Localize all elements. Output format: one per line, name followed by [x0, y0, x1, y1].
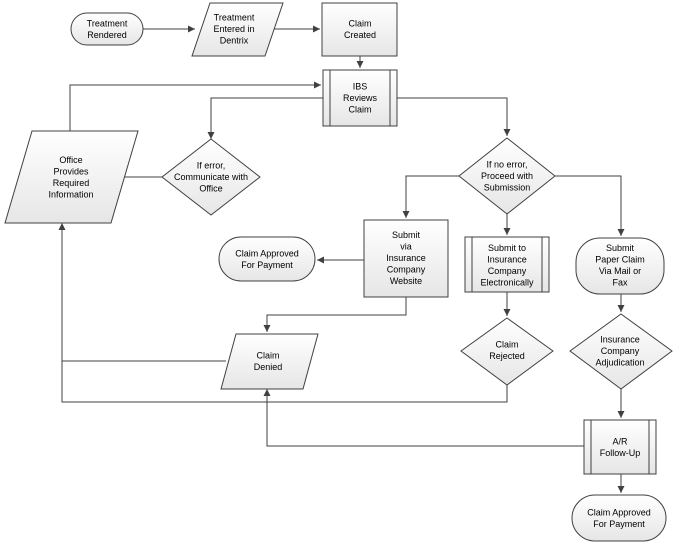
label-line: Treatment [87, 18, 128, 28]
label-line: Office [199, 184, 222, 194]
label-line: Electronically [480, 277, 534, 287]
edge-ibs-to-error [207, 97, 323, 139]
edge-website-to-denied [263, 297, 407, 332]
label-ar-followup: A/R Follow-Up [600, 436, 641, 458]
node-claim-created [321, 2, 398, 57]
edge-ibs-to-noerror [397, 97, 511, 136]
label-line: Insurance [487, 254, 527, 264]
label-line: A/R [612, 436, 628, 446]
label-line: Insurance [600, 335, 640, 345]
label-line: Entered in [213, 24, 254, 34]
node-submit-website [363, 219, 449, 298]
node-if-error [161, 138, 261, 216]
label-line: Reviews [343, 93, 378, 103]
label-line: IBS [353, 82, 368, 92]
label-line: Rendered [87, 30, 127, 40]
label-line: Communicate with [174, 172, 248, 182]
node-ibs-reviews [322, 69, 398, 127]
label-line: Office [59, 155, 82, 165]
node-approved-left [218, 236, 316, 282]
label-line: Company [488, 266, 527, 276]
node-claim-denied [220, 333, 319, 390]
label-line: Company [601, 346, 640, 356]
label-line: Created [344, 30, 376, 40]
node-submit-paper [575, 237, 665, 295]
edge-office-to-ibs [69, 81, 321, 131]
edge-noerror-to-website [402, 175, 459, 218]
label-line: Claim Approved [235, 248, 299, 258]
label-line: Claim [348, 105, 371, 115]
node-if-no-error [458, 137, 556, 215]
label-line: Dentrix [220, 36, 249, 46]
label-line: Required [53, 178, 90, 188]
label-line: Via Mail or [599, 266, 641, 276]
label-line: Website [390, 276, 422, 286]
label-line: Submission [484, 183, 531, 193]
label-line: If error, [197, 161, 226, 171]
label-line: Proceed with [481, 171, 533, 181]
label-line: Claim [348, 18, 371, 28]
label-line: Provides [53, 166, 89, 176]
shapes [4, 2, 673, 542]
label-line: Information [48, 189, 93, 199]
node-claim-rejected [460, 317, 554, 386]
node-office-provides [4, 130, 139, 224]
label-line: Fax [612, 277, 628, 287]
edge-ar-to-denied [263, 389, 584, 447]
label-line: Submit [606, 243, 635, 253]
node-approved-bottom [571, 494, 667, 542]
node-submit-electronic [464, 236, 550, 293]
edge-rejected-to-office [61, 361, 508, 403]
connectors [58, 25, 625, 493]
edge-denied-to-office [58, 223, 226, 362]
label-line: Paper Claim [595, 254, 645, 264]
label-line: Submit [392, 230, 421, 240]
label-line: Denied [254, 362, 283, 372]
label-line: Company [387, 265, 426, 275]
node-treatment-entered [191, 2, 284, 57]
label-line: For Payment [241, 260, 293, 270]
label-line: Follow-Up [600, 448, 641, 458]
node-treatment-rendered [70, 12, 144, 46]
label-line: Treatment [214, 13, 255, 23]
label-line: via [400, 242, 412, 252]
label-line: If no error, [486, 160, 527, 170]
label-line: Submit to [488, 243, 526, 253]
label-line: Claim [495, 339, 518, 349]
label-line: Insurance [386, 253, 426, 263]
edge-noerror-to-paper [555, 175, 625, 236]
label-line: Adjudication [595, 358, 644, 368]
node-ar-followup [583, 419, 657, 475]
label-line: Claim Approved [587, 507, 651, 517]
node-adjudication [569, 313, 673, 390]
label-line: For Payment [593, 519, 645, 529]
label-line: Claim [256, 350, 279, 360]
label-line: Rejected [489, 351, 525, 361]
